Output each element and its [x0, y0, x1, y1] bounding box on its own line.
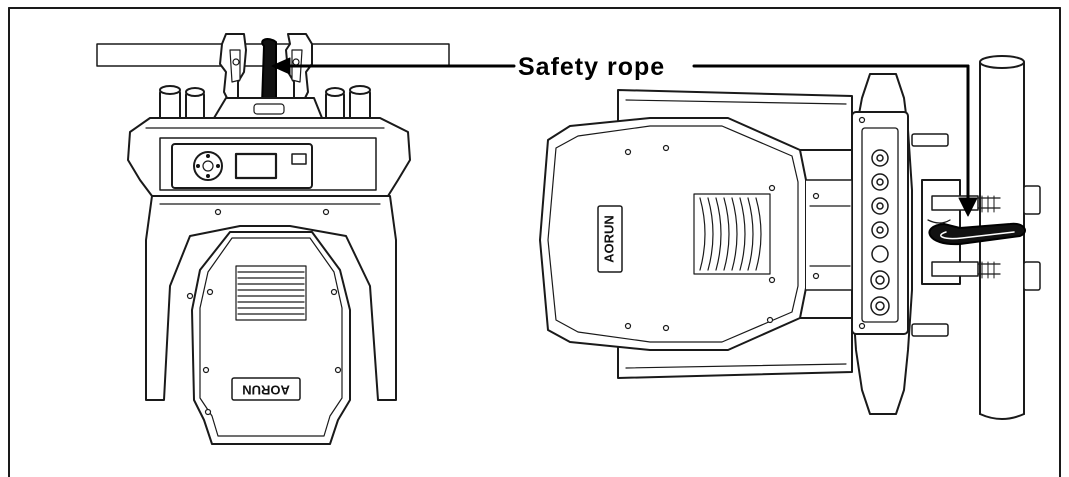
- front-control-panel: [171, 143, 313, 189]
- front-yoke: [145, 195, 397, 401]
- front-head: [191, 231, 351, 445]
- side-feet: [911, 133, 1041, 337]
- side-head: [539, 117, 807, 351]
- frame-border: [8, 7, 1061, 477]
- safety-rope-label: Safety rope: [518, 53, 665, 81]
- front-vent-grille: [235, 265, 307, 321]
- side-logo: AORUN: [601, 215, 616, 263]
- front-clamp-left: [219, 33, 247, 101]
- lcd-display: [234, 152, 278, 180]
- front-view-fixture: AORUN: [96, 33, 450, 445]
- side-screws: [624, 116, 866, 332]
- xlr-connectors: [870, 149, 890, 316]
- side-vent-grille: [693, 193, 771, 275]
- safety-rope-callout: Safety rope: [271, 53, 978, 217]
- front-screws: [186, 208, 342, 416]
- side-safety-rope: [928, 222, 1026, 246]
- rear-connector-panel: [851, 111, 909, 335]
- side-view-fixture: AORUN: [539, 55, 1041, 420]
- front-logo: AORUN: [242, 383, 290, 398]
